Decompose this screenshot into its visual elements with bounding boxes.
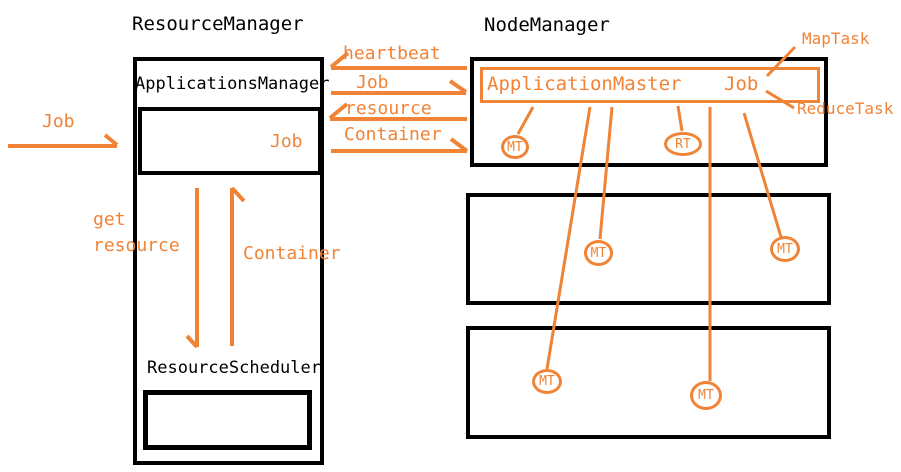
reduce-task-oval-label: RT bbox=[675, 136, 691, 152]
map-task-oval-3-label: MT bbox=[777, 241, 793, 257]
reduce-task-label: ReduceTask bbox=[797, 99, 894, 118]
map-task-oval-1-label: MT bbox=[507, 139, 523, 155]
node-manager-box-1 bbox=[470, 57, 828, 167]
job-submit-label: Job bbox=[356, 72, 389, 93]
get-resource-label: resource bbox=[93, 235, 180, 256]
node-manager-box-3 bbox=[466, 326, 831, 439]
application-master-box bbox=[480, 67, 820, 103]
map-task-oval-1: MT bbox=[501, 135, 529, 159]
map-task-oval-2: MT bbox=[584, 240, 613, 266]
map-task-label: MapTask bbox=[802, 29, 870, 48]
client-job-label: Job bbox=[42, 111, 75, 132]
am-to-middle-left-mt-line bbox=[598, 106, 614, 240]
application-master-label: ApplicationMaster bbox=[487, 73, 682, 95]
client-job-arrow bbox=[8, 133, 119, 148]
job-submit-arrow bbox=[331, 79, 468, 95]
am-job-label: Job bbox=[724, 73, 759, 95]
container-up-label: Container bbox=[243, 243, 341, 264]
resource-scheduler-box bbox=[143, 390, 312, 450]
am-to-mt1-line bbox=[516, 106, 535, 135]
heartbeat-arrow bbox=[329, 51, 467, 70]
job-queue-label: Job bbox=[270, 131, 303, 152]
map-task-oval-2-label: MT bbox=[590, 245, 607, 261]
applications-manager-label: ApplicationsManager bbox=[135, 74, 330, 94]
node-manager-box-2 bbox=[466, 193, 831, 305]
map-task-oval-3: MT bbox=[770, 236, 800, 262]
resource-scheduler-label: ResourceScheduler bbox=[147, 358, 321, 378]
reduce-task-oval: RT bbox=[664, 132, 702, 156]
get-label: get bbox=[93, 209, 126, 230]
reduce-task-pointer-line bbox=[765, 89, 795, 110]
resource-label: resource bbox=[345, 98, 432, 119]
heartbeat-label: heartbeat bbox=[343, 43, 441, 64]
resource-manager-box bbox=[133, 57, 324, 465]
resource-manager-title: ResourceManager bbox=[132, 13, 304, 35]
am-to-rt-line bbox=[676, 105, 684, 132]
map-task-oval-5-label: MT bbox=[698, 388, 714, 403]
container-arrow bbox=[331, 137, 469, 153]
map-task-oval-5: MT bbox=[690, 381, 722, 410]
am-to-middle-right-mt-line bbox=[742, 112, 783, 238]
container-up-arrow bbox=[230, 186, 246, 346]
get-resource-down-arrow bbox=[185, 188, 199, 349]
am-to-bottom-left-mt-line bbox=[545, 106, 592, 370]
container-label: Container bbox=[344, 124, 442, 145]
map-task-oval-4: MT bbox=[532, 369, 562, 394]
node-manager-title: NodeManager bbox=[484, 14, 610, 36]
map-task-pointer-line bbox=[765, 45, 797, 78]
job-queue-box bbox=[138, 107, 322, 175]
resource-arrow bbox=[328, 102, 467, 121]
map-task-oval-4-label: MT bbox=[539, 374, 555, 389]
